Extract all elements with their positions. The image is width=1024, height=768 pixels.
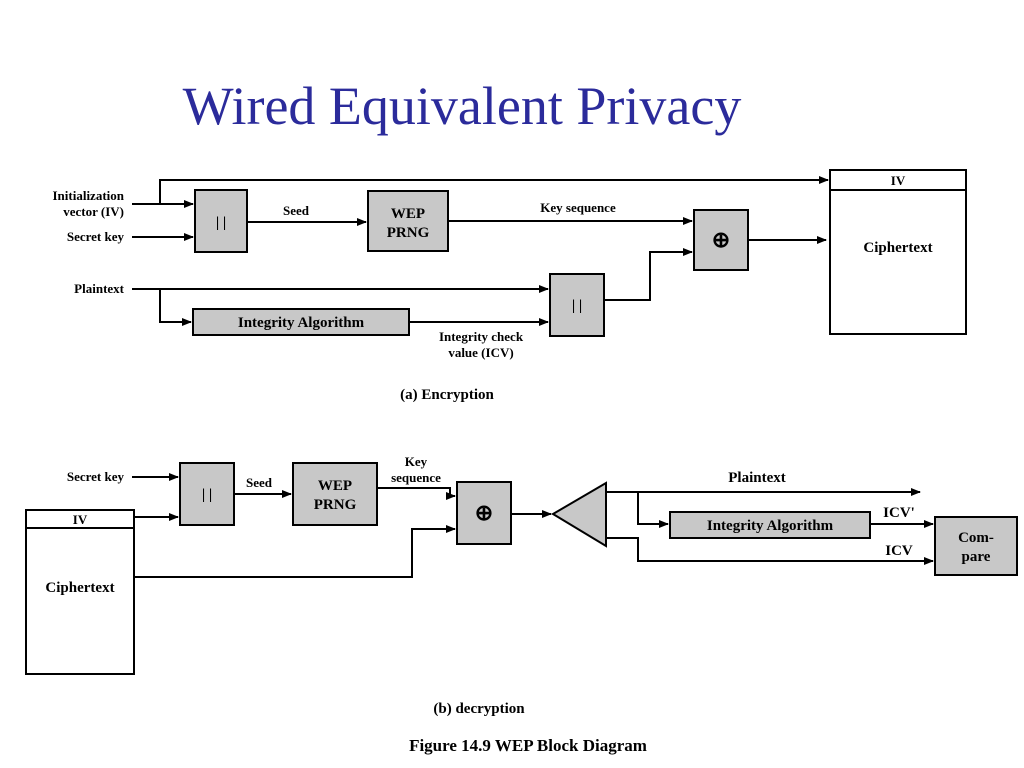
encryption-diagram: Initialization vector (IV) Secret key Pl… <box>52 169 967 403</box>
dec-xor-symbol: ⊕ <box>475 500 493 525</box>
dec-input-block <box>25 509 135 675</box>
dec-input-iv-label: IV <box>73 512 88 527</box>
enc-wep-prng-box <box>367 190 449 252</box>
dec-to-integrity-line <box>637 492 669 528</box>
figure-caption: Figure 14.9 WEP Block Diagram <box>409 736 647 755</box>
enc-icv-label-2: value (ICV) <box>448 345 513 360</box>
enc-output-iv-label: IV <box>891 173 906 188</box>
dec-plaintext-label: Plaintext <box>728 470 786 486</box>
enc-seed-label: Seed <box>283 203 310 218</box>
dec-compare-label-1: Com- <box>958 530 994 546</box>
dec-ciphertext-to-xor-line <box>134 525 456 578</box>
enc-iv-label-2: vector (IV) <box>63 204 124 219</box>
enc-secret-key-label: Secret key <box>67 229 125 244</box>
enc-prng-label-1: WEP <box>391 206 425 222</box>
enc-concat2-box <box>549 273 605 337</box>
dec-xor-box <box>456 481 512 545</box>
enc-icv-label-1: Integrity check <box>439 329 524 344</box>
dec-caption: (b) decryption <box>433 701 525 717</box>
enc-integrity-algorithm-label: Integrity Algorithm <box>238 315 365 331</box>
dec-key-label-2: sequence <box>391 470 441 485</box>
dec-compare-box <box>934 516 1018 576</box>
dec-secret-key-label: Secret key <box>67 469 125 484</box>
enc-plaintext-to-integrity-line <box>159 289 192 326</box>
enc-caption: (a) Encryption <box>400 387 494 403</box>
dec-input-ciphertext-label: Ciphertext <box>45 580 114 596</box>
dec-integrity-algorithm-label: Integrity Algorithm <box>707 518 834 534</box>
enc-iv-to-output-line <box>132 176 829 205</box>
dec-icv-line <box>606 537 934 565</box>
decryption-diagram: Secret key IV Ciphertext | | Seed WEP PR… <box>25 454 1018 717</box>
dec-prng-label-1: WEP <box>318 478 352 494</box>
enc-key-sequence-label: Key sequence <box>540 200 616 215</box>
enc-output-block <box>829 169 967 335</box>
enc-plaintext-label: Plaintext <box>74 281 124 296</box>
enc-iv-label-1: Initialization <box>52 188 124 203</box>
dec-prng-label-2: PRNG <box>314 497 357 513</box>
enc-concat2-to-xor-line <box>604 248 693 301</box>
dec-key-sequence-line <box>377 487 456 500</box>
enc-concat2-symbol: | | <box>572 298 582 314</box>
enc-xor-symbol: ⊕ <box>712 227 730 252</box>
dec-concat-symbol: | | <box>202 487 212 503</box>
dec-key-label-1: Key <box>405 454 428 469</box>
enc-concat-box <box>194 189 248 253</box>
dec-icv-label: ICV <box>885 543 913 559</box>
enc-integrity-algorithm-box <box>192 308 410 336</box>
slide-title: Wired Equivalent Privacy <box>182 76 742 136</box>
dec-compare-label-2: pare <box>962 549 991 565</box>
enc-concat-symbol: | | <box>216 215 226 231</box>
enc-prng-label-2: PRNG <box>387 225 430 241</box>
dec-icv-prime-label: ICV' <box>883 505 915 521</box>
dec-seed-label: Seed <box>246 475 273 490</box>
dec-wep-prng-box <box>292 462 378 526</box>
dec-splitter-triangle <box>551 481 607 548</box>
enc-output-ciphertext-label: Ciphertext <box>863 240 932 256</box>
dec-concat-box <box>179 462 235 526</box>
dec-integrity-algorithm-box <box>669 511 871 539</box>
